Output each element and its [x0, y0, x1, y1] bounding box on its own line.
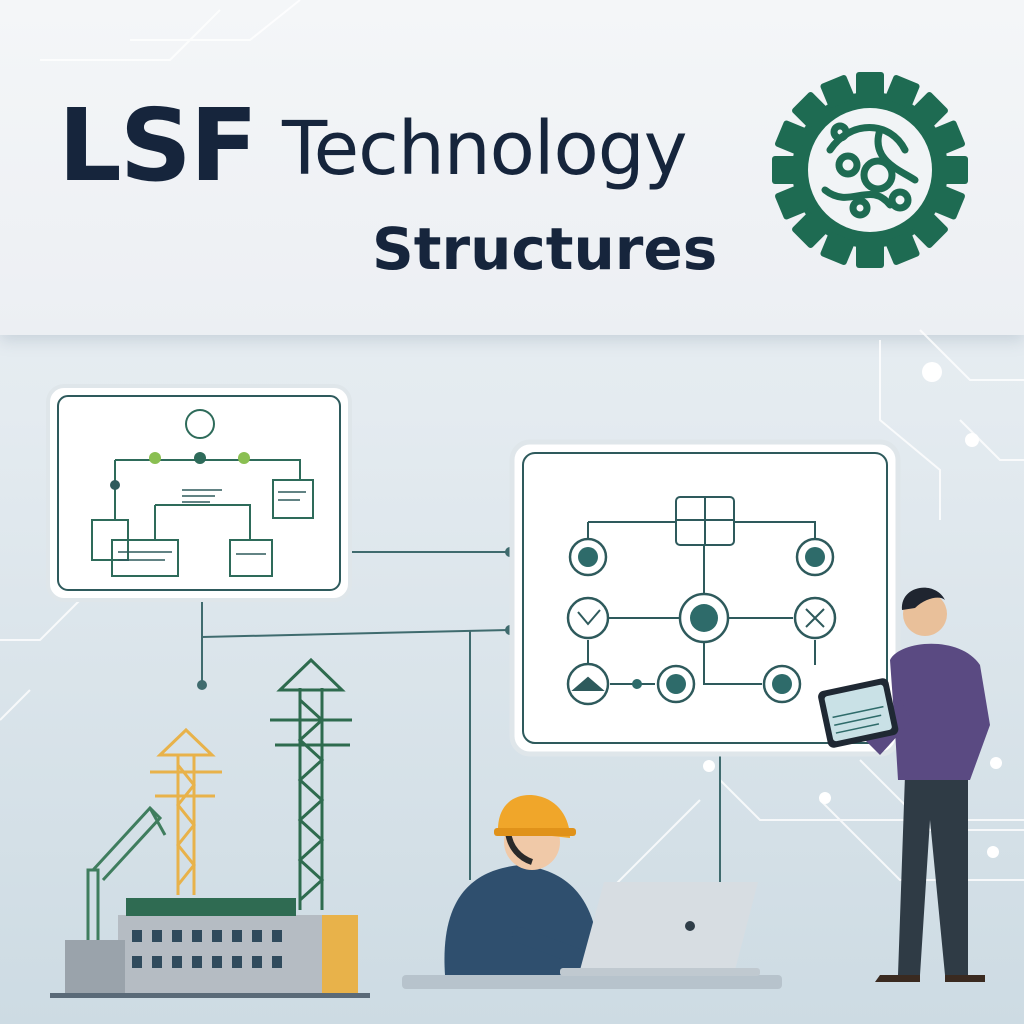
right-diagram-panel	[509, 439, 901, 757]
connector-lines	[201, 551, 721, 890]
seated-engineer	[444, 795, 608, 975]
tablet-icon	[818, 678, 899, 748]
yellow-tower-crane	[150, 727, 222, 895]
standing-engineer	[865, 587, 990, 982]
factory-building	[50, 898, 370, 998]
hard-hat-icon	[494, 795, 576, 838]
laptop-icon	[560, 882, 760, 976]
circuit-nodes	[703, 362, 1002, 858]
title-structures: Structures	[372, 215, 718, 283]
title-brand: LSF	[58, 87, 258, 204]
green-tower-crane	[270, 657, 352, 910]
left-diagram-panel	[46, 384, 352, 602]
gear-icon	[772, 72, 968, 268]
green-jib-crane	[86, 805, 167, 940]
title-technology: Technology	[282, 106, 688, 192]
desk	[402, 975, 782, 989]
